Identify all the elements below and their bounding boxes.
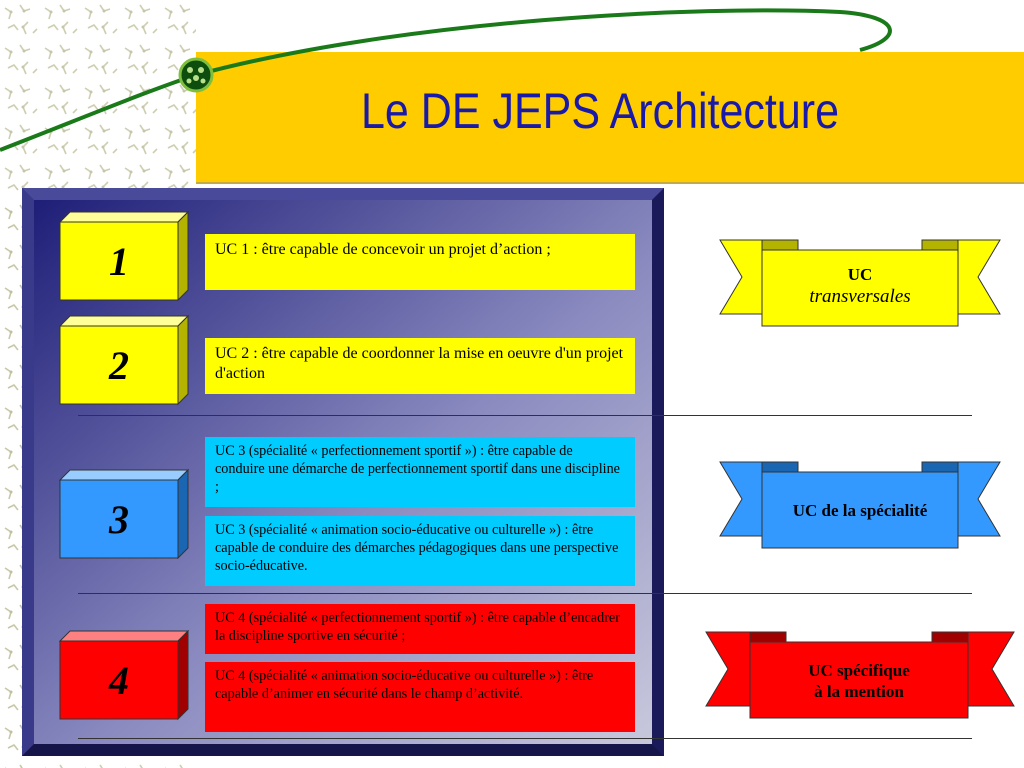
- number-cube-1: [58, 210, 190, 302]
- uc-box-3a: UC 3 (spécialité « perfectionnement spor…: [205, 437, 635, 507]
- uc-box-3b: UC 3 (spécialité « animation socio-éduca…: [205, 516, 635, 586]
- group-number-1: 1: [109, 239, 129, 284]
- ribbon-line-uc: UC: [847, 265, 873, 284]
- page-title: Le DE JEPS Architecture: [361, 83, 839, 139]
- ribbon-label-transversales: UC transversales: [762, 264, 958, 309]
- group-number-3: 3: [109, 497, 129, 542]
- globe-icon: [178, 57, 214, 93]
- ribbon-line-transversales: transversales: [809, 286, 911, 308]
- group-number-4: 4: [109, 658, 129, 703]
- number-cube-4: [58, 629, 190, 721]
- separator-line-1: [78, 415, 972, 416]
- ribbon-line-specifique: UC spécifique: [808, 661, 910, 680]
- group-number-2: 2: [109, 343, 129, 388]
- ribbon-label-mention: UC spécifique à la mention: [750, 660, 968, 703]
- separator-line-3: [78, 738, 972, 739]
- uc-box-2: UC 2 : être capable de coordonner la mis…: [205, 338, 635, 394]
- ribbon-red: [705, 631, 1015, 719]
- uc-box-1: UC 1 : être capable de concevoir un proj…: [205, 234, 635, 290]
- uc-box-4a: UC 4 (spécialité « perfectionnement spor…: [205, 604, 635, 654]
- number-cube-2: [58, 314, 190, 406]
- ribbon-blue: [719, 461, 1001, 549]
- ribbon-line-mention: à la mention: [814, 682, 904, 702]
- ribbon-label-specialite: UC de la spécialité: [792, 501, 928, 520]
- green-swoosh-line: [0, 8, 892, 152]
- separator-line-2: [78, 593, 972, 594]
- ribbon-yellow: [719, 239, 1001, 327]
- header-band: [196, 52, 1024, 184]
- uc-box-4b: UC 4 (spécialité « animation socio-éduca…: [205, 662, 635, 732]
- number-cube-3: [58, 468, 190, 560]
